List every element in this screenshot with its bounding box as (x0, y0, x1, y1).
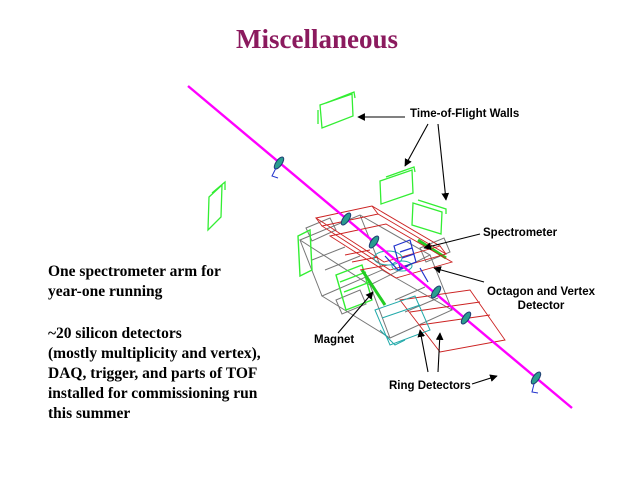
label-octagon-line: Detector (517, 300, 565, 312)
label-magnet: Magnet (314, 334, 355, 346)
label-octagon-line: Octagon and Vertex (486, 286, 595, 298)
beam-element (271, 156, 542, 394)
tof-wall-left (207, 180, 226, 232)
body-line: ~20 silicon detectors (48, 325, 182, 342)
label-octagon-vertex: Octagon and Vertex Detector (482, 285, 600, 313)
body-line: installed for commissioning run (48, 385, 258, 402)
body-line: year-one running (48, 283, 163, 300)
label-arrows (337, 113, 498, 385)
installation-description: ~20 silicon detectors (mostly multiplici… (48, 324, 261, 424)
tof-wall-middle (379, 166, 416, 205)
page-title: Miscellaneous (236, 24, 398, 54)
spectrometer (314, 205, 506, 353)
tof-wall-upper (317, 91, 356, 129)
body-line: DAQ, trigger, and parts of TOF (48, 365, 258, 382)
beam-line (187, 85, 573, 409)
label-ring-detectors: Ring Detectors (389, 380, 471, 392)
body-line: (mostly multiplicity and vertex), (48, 345, 261, 362)
tof-wall-right (411, 199, 447, 235)
body-line: One spectrometer arm for (48, 263, 221, 280)
body-line: this summer (48, 405, 131, 422)
label-spectrometer: Spectrometer (483, 227, 558, 239)
magnet (298, 214, 454, 339)
label-tof-walls: Time-of-Flight Walls (410, 108, 520, 120)
arm-description: One spectrometer arm for year-one runnin… (48, 262, 221, 302)
magnet-pole-green (297, 228, 373, 311)
